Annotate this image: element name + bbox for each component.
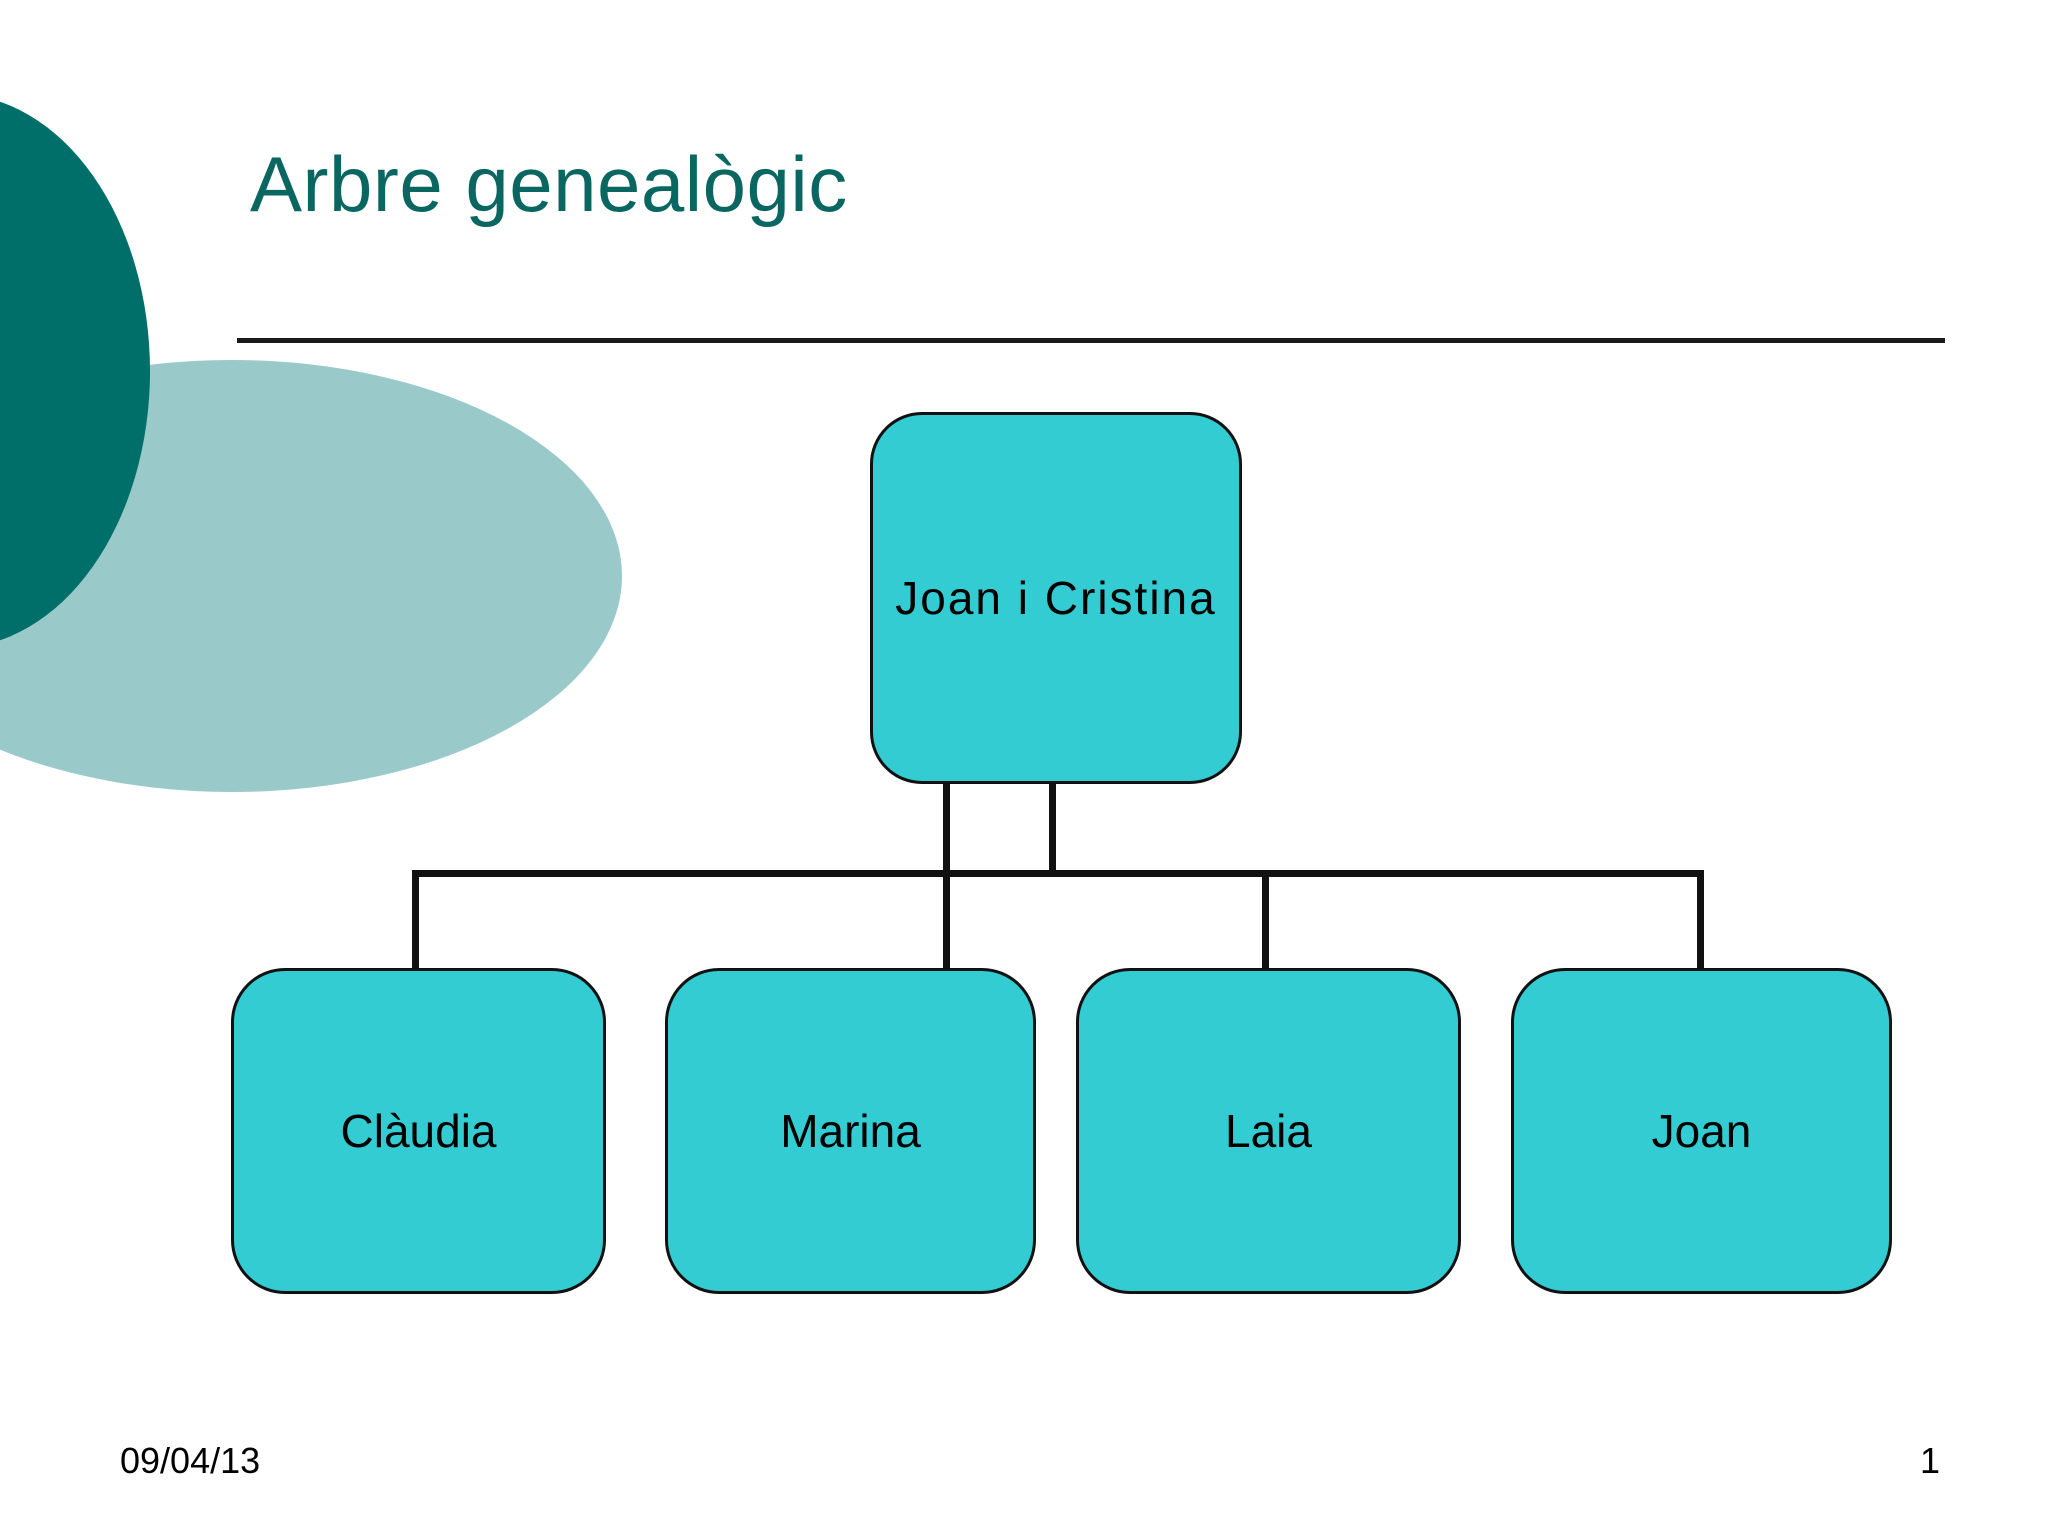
title-divider (237, 338, 1945, 343)
connector-root-drop-left (943, 778, 950, 876)
footer-date: 09/04/13 (120, 1440, 261, 1481)
tree-node-child-1[interactable]: Clàudia (231, 968, 606, 1294)
connector-drop-claudia (412, 870, 419, 974)
tree-node-child-2[interactable]: Marina (665, 968, 1036, 1294)
tree-node-label: Marina (780, 1105, 921, 1157)
connector-drop-laia (1262, 870, 1269, 974)
connector-root-drop-right (1049, 778, 1056, 876)
tree-node-child-4[interactable]: Joan (1511, 968, 1892, 1294)
footer-page-number: 1 (1919, 1440, 1940, 1481)
tree-node-child-3[interactable]: Laia (1076, 968, 1461, 1294)
tree-node-label: Clàudia (340, 1105, 497, 1157)
tree-node-label: Joan i Cristina (895, 572, 1217, 624)
connector-horizontal-bus (412, 870, 1704, 877)
tree-node-label: Laia (1225, 1105, 1312, 1157)
tree-node-label: Joan (1651, 1105, 1752, 1157)
connector-drop-marina (943, 870, 950, 974)
tree-node-root[interactable]: Joan i Cristina (870, 412, 1242, 784)
page-title: Arbre genealògic (250, 140, 848, 228)
connector-drop-joan (1697, 870, 1704, 974)
